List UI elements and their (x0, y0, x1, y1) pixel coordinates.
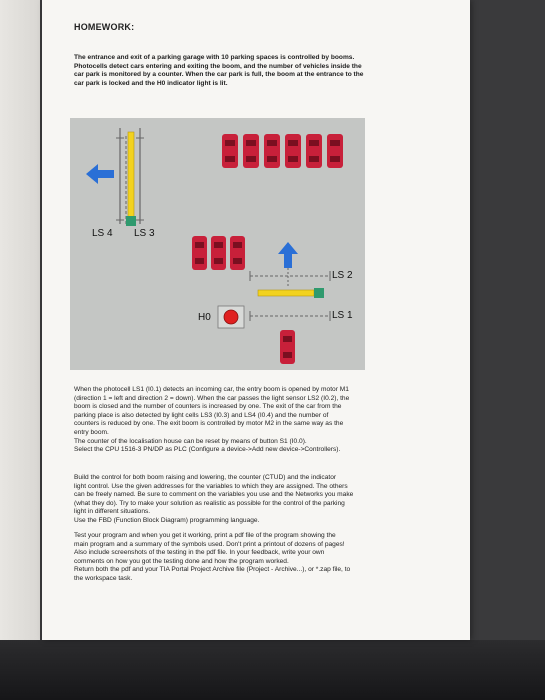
ls3-label: LS 3 (134, 228, 155, 239)
car-icon (327, 134, 343, 168)
instructions-line: light in different situations. (74, 508, 151, 516)
parking-garage-diagram: LS 4 LS 3 LS 2 LS 1 H0 (70, 118, 365, 370)
parked-cars-middle (192, 236, 245, 270)
exit-direction-arrow-icon (86, 164, 114, 184)
description-paragraph: When the photocell LS1 (I0.1) detects an… (74, 386, 434, 455)
instructions-line: (what they do). Try to make your solutio… (74, 499, 345, 507)
car-icon (243, 134, 259, 168)
description-line: entry boom. (74, 428, 109, 436)
entry-direction-arrow-icon (278, 242, 298, 268)
description-line: When the photocell LS1 (I0.1) detects an… (74, 386, 349, 393)
ls1-label: LS 1 (332, 310, 353, 321)
car-icon (230, 236, 245, 270)
car-window (283, 336, 292, 342)
description-line: counters is reduced by one. The exit boo… (74, 420, 344, 428)
submission-line: Return both the pdf and your TIA Portal … (74, 566, 351, 574)
description-line: (direction 1 = left and direction 2 = do… (74, 394, 350, 402)
page-title: HOMEWORK: (74, 22, 135, 32)
entry-boom-pivot (314, 288, 324, 298)
submission-line: the workspace task. (74, 574, 133, 582)
description-line: parking place is also detected by light … (74, 411, 329, 419)
entry-boom (257, 289, 315, 297)
parked-cars-top (222, 134, 343, 168)
h0-indicator-light-icon (223, 309, 239, 325)
car-icon (192, 236, 207, 270)
instructions-line: can be freely named. Be sure to comment … (74, 491, 354, 499)
description-line: Select the CPU 1516-3 PN/DP as PLC (Conf… (74, 446, 341, 454)
diagram-drawing (86, 128, 343, 364)
car-windows-middle (195, 242, 242, 264)
incoming-car-icon (280, 330, 295, 364)
submission-line: main program and a summary of the symbol… (74, 540, 345, 548)
intro-line: The entrance and exit of a parking garag… (74, 54, 355, 61)
photo-background-bottom (0, 640, 545, 700)
submission-line: Test your program and when you get it wo… (74, 532, 336, 539)
submission-line: comments on how you got the testing done… (74, 557, 289, 565)
car-window (283, 352, 292, 358)
instructions-line: light control. Use the given addresses f… (74, 482, 348, 490)
homework-sheet: HOMEWORK: The entrance and exit of a par… (42, 0, 470, 640)
instructions-line: Use the FBD (Function Block Diagram) pro… (74, 516, 260, 524)
ls2-label: LS 2 (332, 270, 353, 281)
car-icon (222, 134, 238, 168)
description-line: boom is closed and the number of counter… (74, 403, 342, 411)
intro-line: car park is locked and the H0 indicator … (74, 79, 228, 87)
car-windows-top (225, 140, 340, 162)
submission-line: Also include screenshots of the testing … (74, 549, 325, 557)
description-line: The counter of the localisation house ca… (74, 437, 307, 445)
exit-boom (127, 131, 135, 225)
exit-boom-pivot (126, 216, 136, 226)
car-icon (285, 134, 301, 168)
photo-background-left (0, 0, 40, 700)
intro-paragraph: The entrance and exit of a parking garag… (74, 54, 434, 88)
instructions-paragraph: Build the control for both boom raising … (74, 474, 434, 526)
h0-label: H0 (198, 312, 211, 323)
ls4-label: LS 4 (92, 228, 113, 239)
car-icon (264, 134, 280, 168)
instructions-line: Build the control for both boom raising … (74, 474, 337, 481)
intro-line: Photocells detect cars entering and exit… (74, 62, 362, 70)
car-icon (306, 134, 322, 168)
intro-line: car park is monitored by a counter. When… (74, 71, 364, 79)
car-icon (211, 236, 226, 270)
submission-paragraph: Test your program and when you get it wo… (74, 532, 434, 584)
